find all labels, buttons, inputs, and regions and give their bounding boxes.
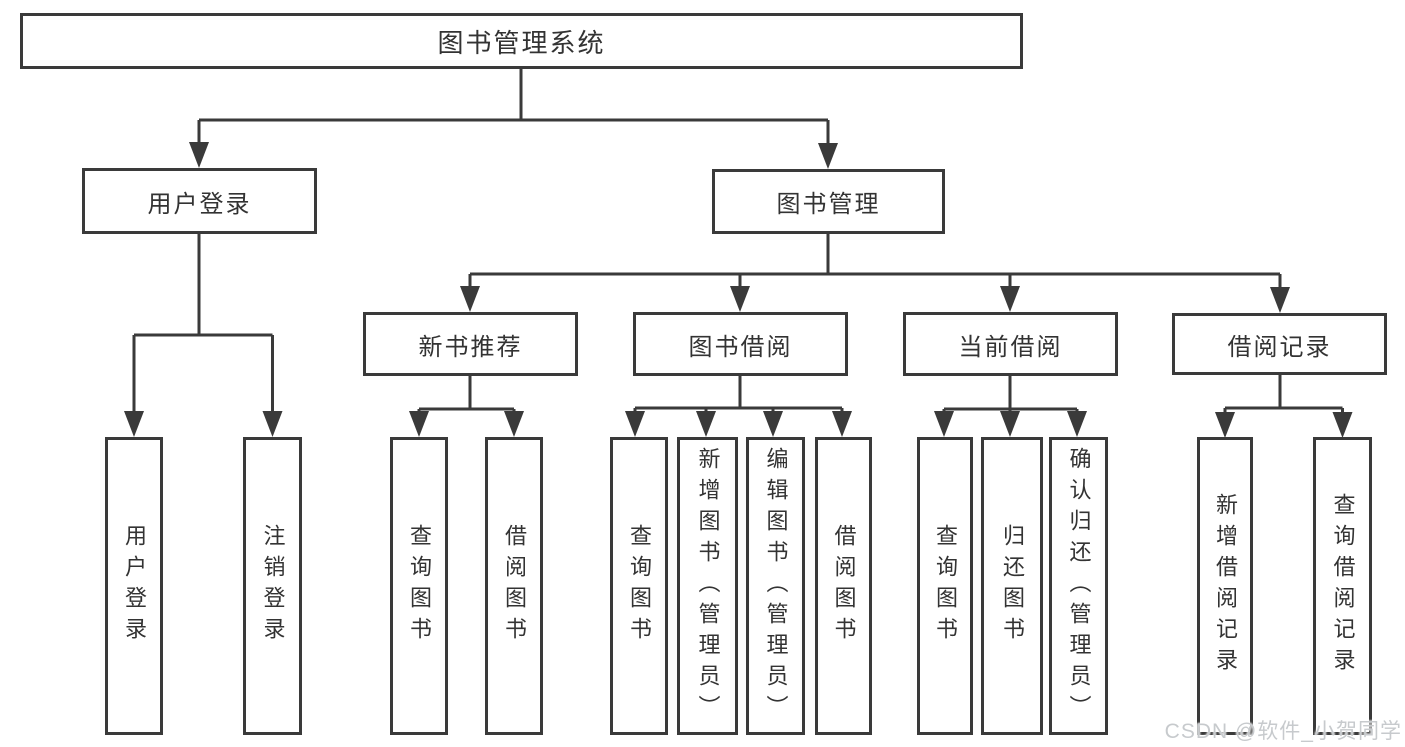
node-label: 查询图书 xyxy=(933,524,958,648)
node-label: 注销登录 xyxy=(260,524,286,648)
node-label: 图书管理 xyxy=(776,191,881,218)
arrowhead-icon xyxy=(1000,411,1020,437)
arrowhead-icon xyxy=(1270,287,1290,313)
leaf-logout: 注销登录 xyxy=(243,437,302,735)
arrowhead-icon xyxy=(124,411,144,437)
node-book-borrow: 图书借阅 xyxy=(633,312,848,376)
arrowhead-icon xyxy=(818,143,838,169)
arrowhead-icon xyxy=(625,411,645,437)
node-label: 归还图书 xyxy=(1000,524,1025,648)
leaf-add-book-admin: 新增图书（管理员） xyxy=(677,437,738,735)
arrowhead-icon xyxy=(1067,411,1087,437)
leaf-query-books-3: 查询图书 xyxy=(917,437,973,735)
arrowhead-icon xyxy=(504,411,524,437)
node-label: 查询图书 xyxy=(627,524,652,648)
node-label: 新增图书（管理员） xyxy=(695,446,721,726)
arrowhead-icon xyxy=(1332,412,1353,438)
arrowhead-icon xyxy=(832,411,852,437)
node-label: 新增借阅记录 xyxy=(1213,493,1238,679)
arrowhead-icon xyxy=(763,411,783,437)
node-label: 编辑图书（管理员） xyxy=(763,446,789,726)
leaf-query-books-1: 查询图书 xyxy=(390,437,448,735)
leaf-borrow-books-1: 借阅图书 xyxy=(485,437,543,735)
node-book-management: 图书管理 xyxy=(712,169,945,234)
node-label: 图书借阅 xyxy=(688,333,793,361)
node-new-book-recommend: 新书推荐 xyxy=(363,312,578,376)
node-label: 图书管理系统 xyxy=(437,27,606,58)
leaf-user-login: 用户登录 xyxy=(105,437,163,735)
node-label: 当前借阅 xyxy=(958,333,1063,361)
leaf-return-books: 归还图书 xyxy=(981,437,1043,735)
watermark: CSDN @软件_小贺同学 xyxy=(1164,720,1402,743)
arrowhead-icon xyxy=(1000,286,1020,312)
node-label: 用户登录 xyxy=(122,524,147,648)
leaf-query-borrow-record: 查询借阅记录 xyxy=(1313,437,1372,735)
arrowhead-icon xyxy=(262,411,283,437)
node-label: 用户登录 xyxy=(147,190,252,218)
arrowhead-icon xyxy=(189,142,209,168)
leaf-borrow-books-2: 借阅图书 xyxy=(815,437,872,735)
leaf-confirm-return-admin: 确认归还（管理员） xyxy=(1049,437,1108,735)
node-borrow-records: 借阅记录 xyxy=(1172,313,1387,375)
arrowhead-icon xyxy=(696,411,716,437)
arrowhead-icon xyxy=(460,286,480,312)
node-label: 新书推荐 xyxy=(418,333,523,361)
leaf-query-books-2: 查询图书 xyxy=(610,437,668,735)
node-label: 查询图书 xyxy=(407,524,432,648)
arrowhead-icon xyxy=(1215,412,1235,438)
node-user-login: 用户登录 xyxy=(82,168,317,234)
node-label: 借阅图书 xyxy=(831,524,857,648)
node-current-borrow: 当前借阅 xyxy=(903,312,1118,376)
node-library-system: 图书管理系统 xyxy=(20,13,1023,69)
node-label: 确认归还（管理员） xyxy=(1066,446,1092,726)
node-label: 借阅记录 xyxy=(1227,333,1332,361)
leaf-add-borrow-record: 新增借阅记录 xyxy=(1197,437,1253,735)
arrowhead-icon xyxy=(934,411,954,437)
leaf-edit-book-admin: 编辑图书（管理员） xyxy=(746,437,805,735)
node-label: 借阅图书 xyxy=(502,524,527,648)
arrowhead-icon xyxy=(730,286,750,312)
arrowhead-icon xyxy=(409,411,429,437)
node-label: 查询借阅记录 xyxy=(1330,493,1356,679)
